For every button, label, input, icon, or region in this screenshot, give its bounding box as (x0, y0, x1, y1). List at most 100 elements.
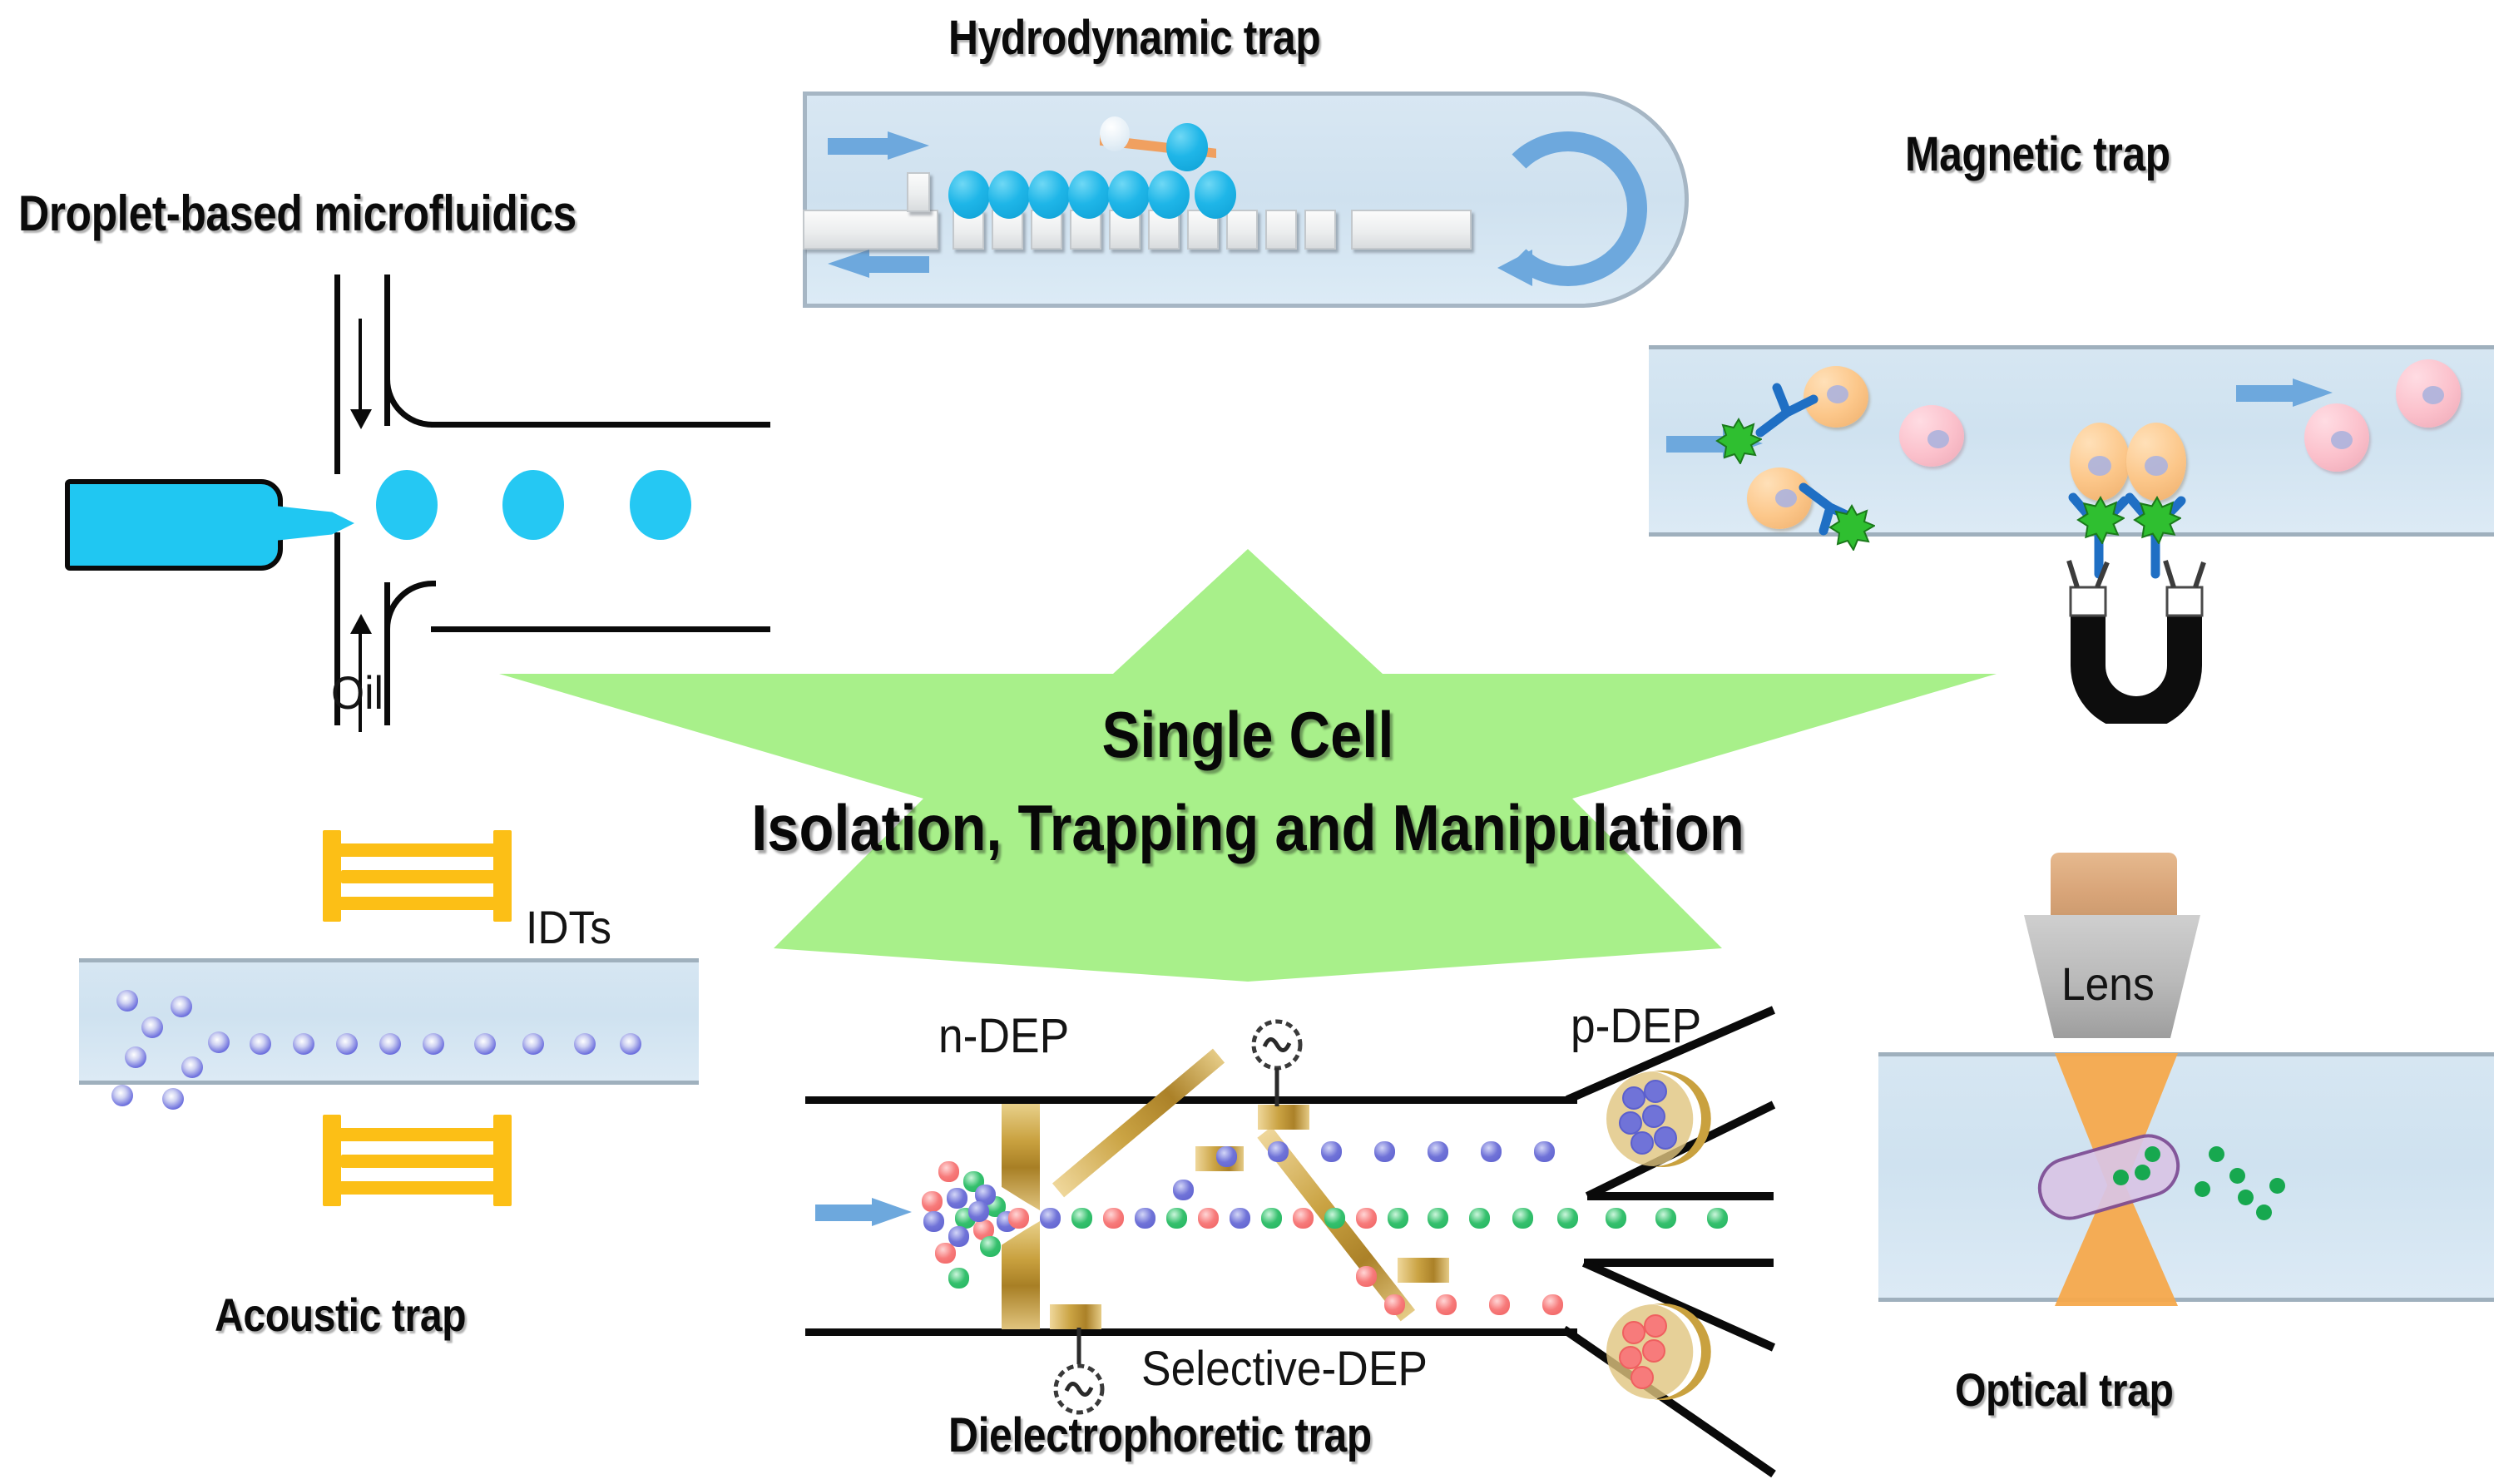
dep-cell-red (1542, 1294, 1563, 1315)
free-particle (2209, 1146, 2224, 1162)
outflow-arrow-left (828, 250, 929, 278)
nozzle-jet (275, 506, 354, 541)
cell-nucleus (1927, 430, 1949, 448)
dep-cell-blue (968, 1201, 989, 1222)
acoustic-panel-title: Acoustic trap (215, 1289, 467, 1341)
optical-channel (1878, 1052, 2494, 1302)
magnetic-panel-title: Magnetic trap (1905, 127, 2170, 181)
droplet (630, 470, 691, 540)
oil-channel-wall-left-lower (334, 532, 340, 725)
banner-line-2: Isolation, Trapping and Manipulation (751, 791, 1744, 864)
free-particle (2256, 1205, 2272, 1220)
dep-cell-blue (1268, 1141, 1289, 1162)
dep-outlet-lower-wall (1564, 1325, 1776, 1478)
acoustic-particle (250, 1033, 271, 1055)
dep-cell-red (922, 1191, 943, 1212)
n-dep-electrode (1002, 1221, 1040, 1329)
trapped-cell (1068, 171, 1110, 219)
dep-cell-red (1198, 1208, 1219, 1229)
acoustic-particle (116, 990, 138, 1012)
dep-cell-blue (1216, 1146, 1237, 1167)
dep-cell-red (1489, 1294, 1510, 1315)
dep-cell-red (938, 1161, 959, 1182)
outlet-wall-top (431, 422, 770, 428)
magnetic-bead-icon (1715, 418, 1762, 464)
trap-barrier-right (1351, 210, 1472, 250)
p-dep-collection-blue (1606, 1071, 1711, 1167)
dep-cell-green (1166, 1208, 1187, 1229)
dep-cell-green (1388, 1208, 1408, 1229)
acoustic-particle (181, 1056, 203, 1078)
trapped-cell (1028, 171, 1070, 219)
dep-cell-green (1655, 1208, 1676, 1229)
oil-channel-wall-right-lower (384, 582, 390, 725)
hydrodynamic-panel-title: Hydrodynamic trap (948, 11, 1321, 65)
n-dep-label: n-DEP (938, 1009, 1070, 1063)
acoustic-particle (171, 996, 192, 1017)
trap-pillar (907, 172, 930, 212)
dep-cell-green (980, 1236, 1001, 1257)
horseshoe-magnet-icon (2066, 560, 2206, 724)
dep-cell-green (1261, 1208, 1282, 1229)
dep-cell-green (948, 1268, 969, 1289)
dep-cell-blue (948, 1226, 969, 1247)
selective-dep-electrode-pad (1258, 1105, 1309, 1130)
trapped-cell (1195, 171, 1236, 219)
acoustic-particle (474, 1033, 496, 1055)
dep-cell-red (1293, 1208, 1314, 1229)
acoustic-particle (162, 1088, 184, 1110)
trapped-cell (1148, 171, 1190, 219)
trap-barrier-left (803, 210, 938, 250)
cell-nucleus (2088, 456, 2111, 476)
dep-cell-blue (1040, 1208, 1061, 1229)
outlet-wall-bottom (431, 626, 770, 632)
oil-inflow-arrow-down-head (350, 409, 372, 429)
dep-cell-blue (1374, 1141, 1395, 1162)
n-dep-electrode (1002, 1104, 1040, 1210)
selective-dep-electrode (1052, 1048, 1225, 1198)
oil-inflow-arrow-up-head (350, 614, 372, 634)
objective-lens (2024, 915, 2200, 1038)
escaping-cell (1166, 123, 1208, 171)
dep-channel-wall-top (805, 1096, 1577, 1104)
dep-cell-green (1469, 1208, 1490, 1229)
banner-line-1: Single Cell (1101, 698, 1394, 771)
dep-cell-red (1103, 1208, 1124, 1229)
objective-barrel (2051, 853, 2177, 921)
dep-cell-red (1436, 1294, 1457, 1315)
idt-electrode-top (323, 830, 518, 922)
droplet (376, 470, 438, 540)
acoustic-particle (293, 1033, 314, 1055)
cell-ghost (1100, 116, 1130, 151)
selective-dep-label: Selective-DEP (1141, 1342, 1428, 1396)
droplet-panel-title: Droplet-based microfluidics (18, 186, 576, 241)
magnetic-bead-icon (2076, 496, 2125, 544)
aqueous-inlet-nozzle (65, 479, 283, 571)
intracellular-particle (2145, 1146, 2160, 1162)
dep-cell-blue (1428, 1141, 1448, 1162)
acoustic-particle (423, 1033, 444, 1055)
antibody-icon (1755, 383, 1819, 438)
p-dep-collection-red (1606, 1303, 1711, 1400)
oil-channel-wall-right (384, 275, 390, 426)
acoustic-particle (574, 1033, 596, 1055)
selective-dep-electrode-pad (1050, 1304, 1101, 1329)
acoustic-particle (620, 1033, 641, 1055)
droplet (502, 470, 564, 540)
acoustic-particle (336, 1033, 358, 1055)
dep-cell-blue (923, 1211, 944, 1232)
dep-cell-blue (1481, 1141, 1502, 1162)
trapped-cell (948, 171, 990, 219)
trap-pillar (1226, 210, 1258, 250)
dep-cell-blue (1534, 1141, 1555, 1162)
acoustic-particle (125, 1046, 146, 1068)
acoustic-channel (79, 958, 699, 1085)
dep-inflow-arrow (815, 1198, 913, 1226)
dep-cell-red (1356, 1266, 1377, 1287)
idt-electrode-bottom (323, 1115, 518, 1206)
cell-nucleus (2331, 431, 2353, 449)
dielectrophoretic-panel-title: Dielectrophoretic trap (948, 1408, 1372, 1462)
selective-dep-electrode-pad (1398, 1258, 1449, 1283)
free-particle (2229, 1168, 2245, 1184)
acoustic-particle (208, 1031, 230, 1053)
